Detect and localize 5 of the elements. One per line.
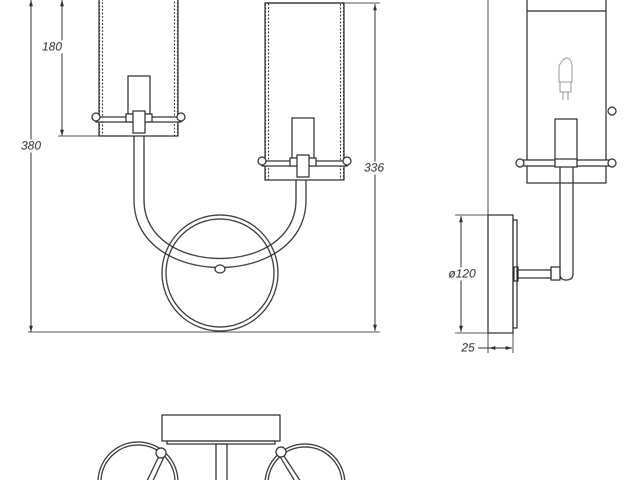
dimension-label: 180	[40, 40, 64, 54]
dimension-label: 336	[362, 162, 386, 174]
dimension-label: 380	[20, 140, 42, 152]
dimension-label: 25	[460, 342, 476, 354]
dimension-label: ø120	[447, 268, 477, 280]
